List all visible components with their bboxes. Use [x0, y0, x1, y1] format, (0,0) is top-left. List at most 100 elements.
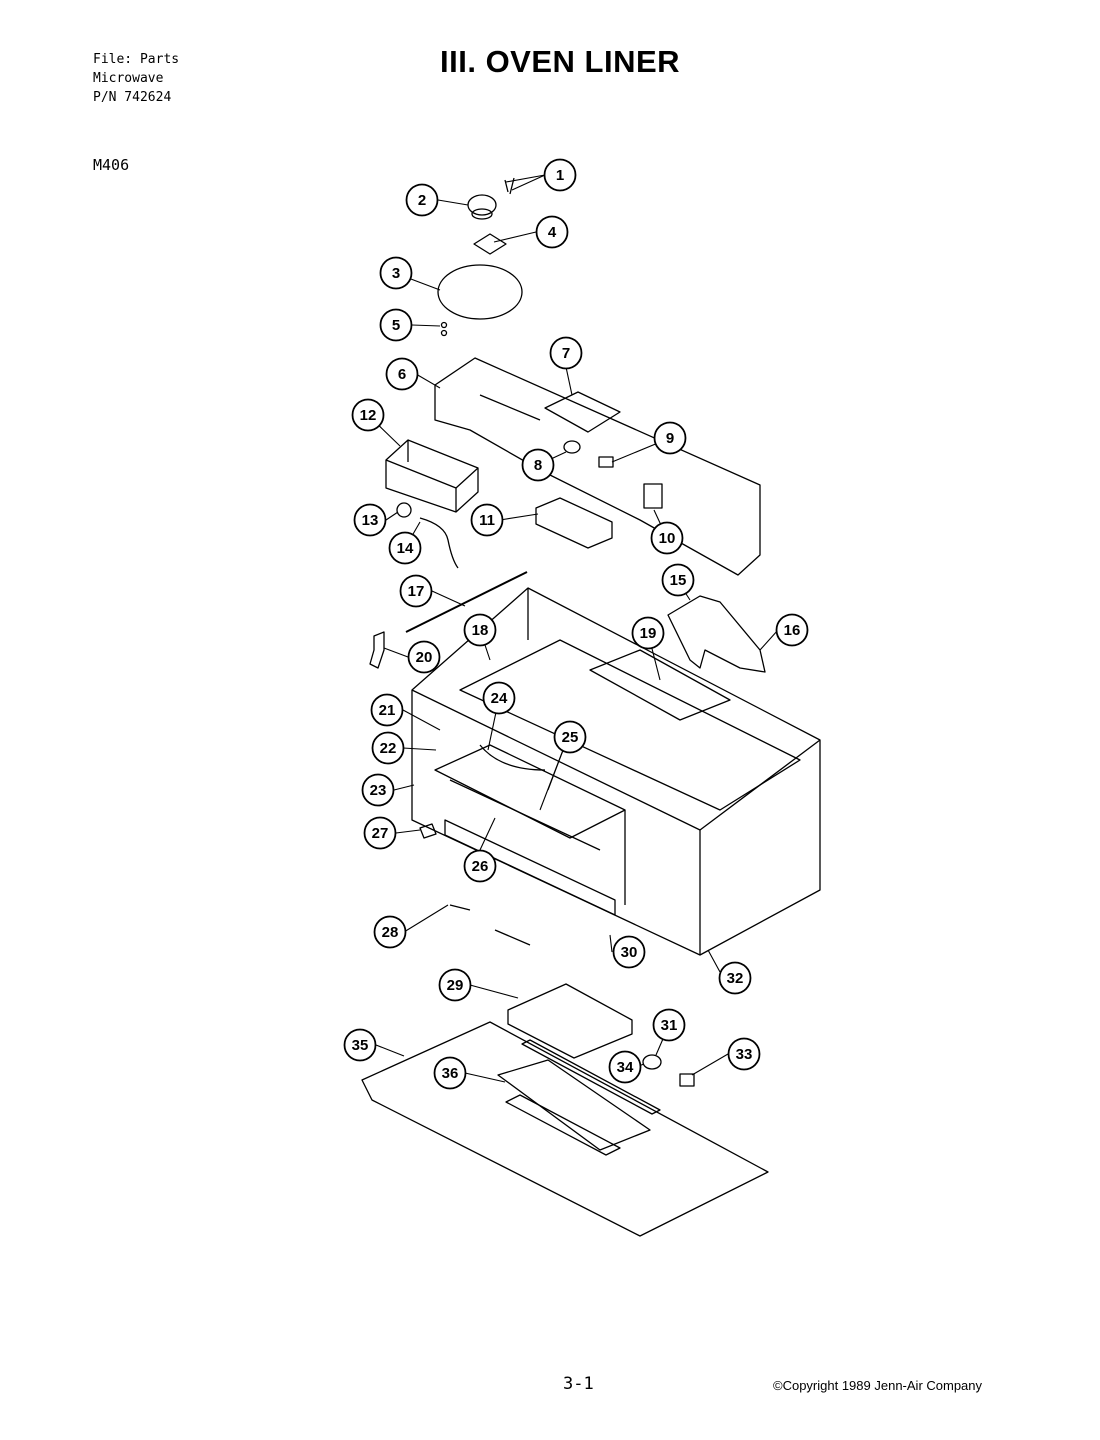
callout-number: 13 — [362, 512, 379, 529]
part-number-line: P/N 742624 — [93, 90, 172, 105]
callout-9: 9 — [653, 421, 687, 455]
callout-number: 15 — [670, 572, 687, 589]
callout-circle — [405, 183, 439, 217]
callout-circle — [388, 531, 422, 565]
callout-number: 23 — [370, 782, 387, 799]
part-turntable-tray — [437, 264, 523, 320]
callout-number: 19 — [640, 625, 657, 642]
callout-number: 31 — [661, 1017, 678, 1034]
callout-10: 10 — [650, 521, 684, 555]
callout-circle — [549, 336, 583, 370]
callout-7: 7 — [549, 336, 583, 370]
page-number: 3-1 — [563, 1374, 594, 1394]
callout-number: 16 — [784, 622, 801, 639]
callout-circle — [379, 256, 413, 290]
callout-circle — [718, 961, 752, 995]
part-bulb — [642, 1054, 662, 1070]
callout-number: 33 — [736, 1046, 753, 1063]
callout-8: 8 — [521, 448, 555, 482]
callout-number: 14 — [397, 540, 414, 557]
page-title: III. OVEN LINER — [440, 44, 681, 79]
callout-13: 13 — [353, 503, 387, 537]
callout-circle — [535, 215, 569, 249]
callout-circle — [373, 915, 407, 949]
callout-number: 25 — [562, 729, 579, 746]
part-coupler — [473, 233, 507, 255]
callout-22: 22 — [371, 731, 405, 765]
callout-circle — [553, 720, 587, 754]
callout-number: 8 — [534, 457, 542, 474]
callout-circle — [385, 357, 419, 391]
callout-number: 7 — [562, 345, 570, 362]
callout-circle — [661, 563, 695, 597]
callout-30: 30 — [612, 935, 646, 969]
callout-circle — [361, 773, 395, 807]
callout-28: 28 — [373, 915, 407, 949]
callout-1: 1 — [543, 158, 577, 192]
callout-number: 1 — [556, 167, 564, 184]
callout-6: 6 — [385, 357, 419, 391]
callout-circle — [612, 935, 646, 969]
callout-number: 22 — [380, 740, 397, 757]
callout-number: 26 — [472, 858, 489, 875]
callout-15: 15 — [661, 563, 695, 597]
callout-27: 27 — [363, 816, 397, 850]
part-waveguide-bracket — [667, 595, 766, 673]
callout-21: 21 — [370, 693, 404, 727]
file-info: File: Parts Microwave P/N 742624 — [93, 50, 179, 107]
part-lamp-socket — [598, 456, 614, 468]
callout-circle — [650, 521, 684, 555]
part-rod — [405, 571, 528, 633]
callout-12: 12 — [351, 398, 385, 432]
callout-number: 9 — [666, 430, 674, 447]
callout-17: 17 — [399, 574, 433, 608]
callout-16: 16 — [775, 613, 809, 647]
callout-circle — [370, 693, 404, 727]
part-lamp — [563, 440, 581, 454]
callout-31: 31 — [652, 1008, 686, 1042]
part-bracket — [535, 497, 613, 549]
part-screws — [440, 321, 448, 337]
callout-35: 35 — [343, 1028, 377, 1062]
callout-number: 4 — [548, 224, 557, 241]
part-oven-cavity — [411, 587, 821, 956]
callout-4: 4 — [535, 215, 569, 249]
callout-circle — [433, 1056, 467, 1090]
callout-36: 36 — [433, 1056, 467, 1090]
callout-circle — [775, 613, 809, 647]
product-line: Microwave — [93, 71, 164, 86]
callout-2: 2 — [405, 183, 439, 217]
callout-number: 28 — [382, 924, 399, 941]
callout-3: 3 — [379, 256, 413, 290]
callout-26: 26 — [463, 849, 497, 883]
callout-number: 5 — [392, 317, 400, 334]
part-bottom-plate — [361, 1021, 769, 1237]
part-side-bracket — [369, 631, 385, 669]
callout-number: 34 — [617, 1059, 634, 1076]
copyright-notice: ©Copyright 1989 Jenn-Air Company — [773, 1378, 983, 1393]
callout-number: 21 — [379, 702, 396, 719]
callout-circle — [727, 1037, 761, 1071]
callout-circle — [363, 816, 397, 850]
callout-circle — [463, 849, 497, 883]
callout-circle — [653, 421, 687, 455]
callout-33: 33 — [727, 1037, 761, 1071]
callout-number: 10 — [659, 530, 676, 547]
part-thermal-cutout — [396, 502, 412, 518]
callout-number: 36 — [442, 1065, 459, 1082]
callout-circle — [470, 503, 504, 537]
callout-25: 25 — [553, 720, 587, 754]
callout-18: 18 — [463, 613, 497, 647]
callout-circle — [521, 448, 555, 482]
callout-number: 30 — [621, 944, 638, 961]
part-bulb-socket — [679, 1073, 695, 1087]
callout-32: 32 — [718, 961, 752, 995]
callout-20: 20 — [407, 640, 441, 674]
callout-5: 5 — [379, 308, 413, 342]
callout-circle — [631, 616, 665, 650]
part-switch — [643, 483, 663, 509]
callout-circle — [399, 574, 433, 608]
callout-number: 18 — [472, 622, 489, 639]
